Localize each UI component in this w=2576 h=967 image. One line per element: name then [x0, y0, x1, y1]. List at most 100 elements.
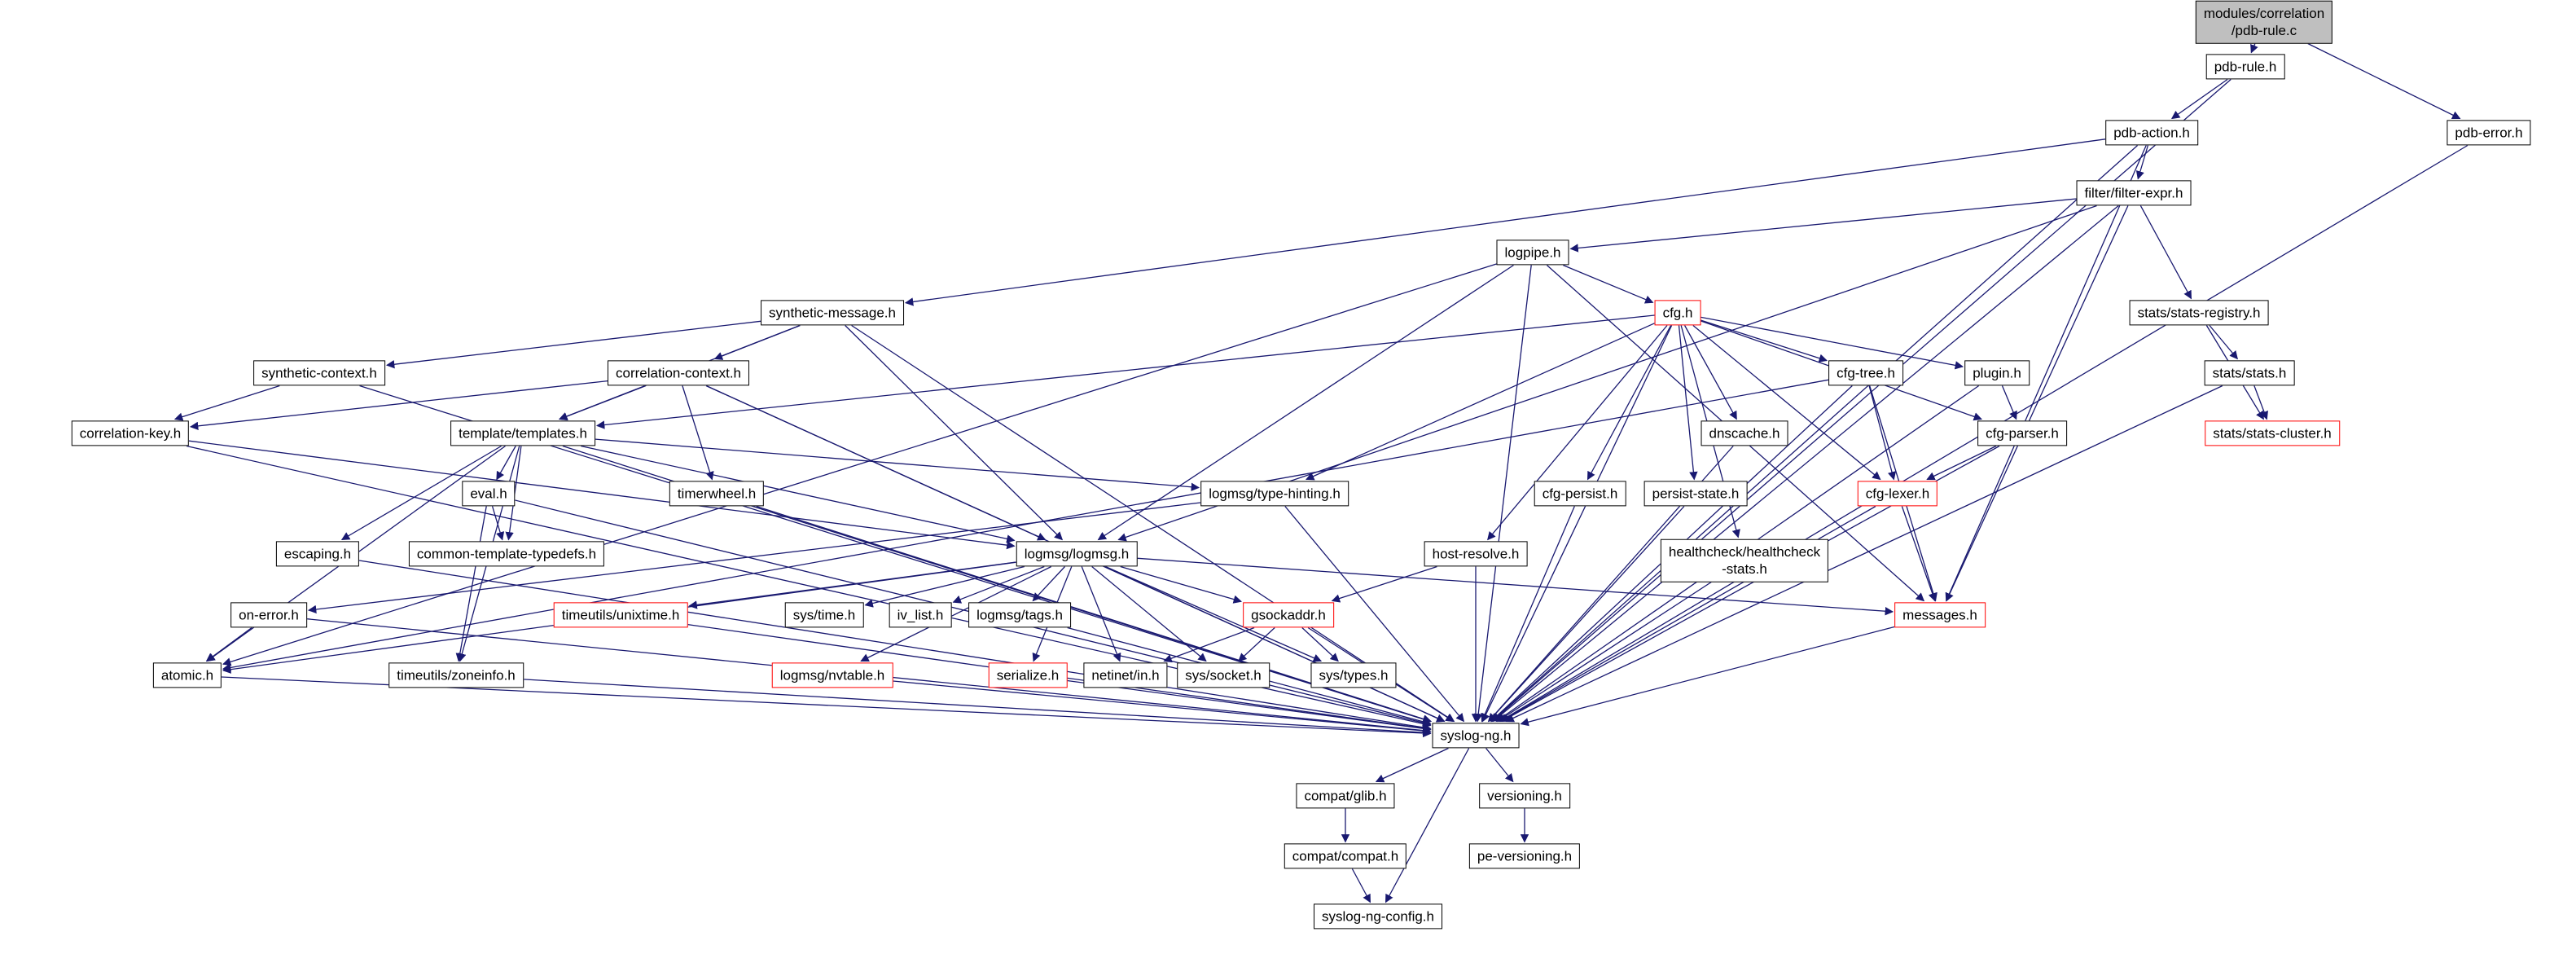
edge-correlation-context.h-to-timerwheel.h [682, 385, 714, 481]
edge-stats-registry.h-to-stats.h [2209, 325, 2238, 360]
graph-node-correlation-context.h[interactable]: correlation-context.h [607, 360, 750, 386]
edge-host-resolve.h-to-gsockaddr.h [1331, 565, 1437, 603]
edge-correlation-context.h-to-templates.h [559, 385, 647, 420]
edge-logpipe.h-to-cfg.h [1563, 264, 1654, 304]
graph-node-stats-registry.h[interactable]: stats/stats-registry.h [2129, 300, 2269, 326]
graph-node-sys-time.h[interactable]: sys/time.h [784, 602, 864, 628]
graph-node-host-resolve.h[interactable]: host-resolve.h [1424, 541, 1528, 567]
graph-node-unixtime.h[interactable]: timeutils/unixtime.h [553, 602, 688, 628]
graph-node-sys-types.h[interactable]: sys/types.h [1310, 662, 1397, 688]
edge-eval.h-to-common-template-typedefs.h [491, 506, 505, 541]
edge-nvtable.h-to-syslog-ng.h [893, 680, 1432, 736]
graph-node-correlation-key.h[interactable]: correlation-key.h [71, 420, 190, 446]
edge-logmsg.h-to-sys-socket.h [1091, 565, 1207, 662]
graph-node-compat-glib.h[interactable]: compat/glib.h [1296, 783, 1395, 809]
edge-logmsg.h-to-syslog-ng.h [1104, 565, 1446, 723]
edge-filter-expr.h-to-syslog-ng.h [1492, 204, 2119, 723]
graph-node-pdb-rule.c[interactable]: modules/correlation /pdb-rule.c [2195, 0, 2333, 44]
edge-compat-compat.h-to-syslog-ng-config.h [1351, 868, 1371, 903]
graph-node-escaping.h[interactable]: escaping.h [275, 541, 360, 567]
edge-logmsg.h-to-unixtime.h [688, 561, 1016, 609]
edge-logmsg.h-to-tags.h [1032, 566, 1065, 602]
edge-pdb-rule.h-to-syslog-ng.h [1491, 79, 2232, 723]
graph-node-common-template-typedefs.h[interactable]: common-template-typedefs.h [408, 541, 605, 567]
edge-templates.h-to-eval.h [496, 446, 516, 481]
graph-node-syslog-ng-config.h[interactable]: syslog-ng-config.h [1314, 903, 1442, 930]
graph-node-timerwheel.h[interactable]: timerwheel.h [669, 481, 765, 507]
edge-pdb-rule.h-to-pdb-action.h [2170, 78, 2228, 120]
edge-cfg-parser.h-to-cfg-lexer.h [1926, 445, 1997, 481]
graph-node-tags.h[interactable]: logmsg/tags.h [968, 602, 1071, 628]
graph-node-messages.h[interactable]: messages.h [1894, 602, 1986, 628]
graph-node-stats.h[interactable]: stats/stats.h [2204, 360, 2295, 386]
edge-persist-state.h-to-syslog-ng.h [1488, 506, 1685, 723]
edge-filter-expr.h-to-messages.h [1946, 205, 2129, 602]
graph-node-plugin.h[interactable]: plugin.h [1964, 360, 2030, 386]
edge-gsockaddr.h-to-sys-types.h [1301, 627, 1339, 662]
graph-node-cfg.h[interactable]: cfg.h [1654, 300, 1701, 326]
graph-node-synthetic-context.h[interactable]: synthetic-context.h [253, 360, 385, 386]
graph-node-pdb-action.h[interactable]: pdb-action.h [2105, 120, 2198, 146]
graph-node-on-error.h[interactable]: on-error.h [230, 602, 307, 628]
graph-node-gsockaddr.h[interactable]: gsockaddr.h [1243, 602, 1334, 628]
graph-node-cfg-persist.h[interactable]: cfg-persist.h [1534, 481, 1626, 507]
graph-node-compat-compat.h[interactable]: compat/compat.h [1284, 843, 1407, 869]
graph-node-filter-expr.h[interactable]: filter/filter-expr.h [2076, 180, 2192, 206]
graph-node-eval.h[interactable]: eval.h [462, 481, 516, 507]
graph-node-zoneinfo.h[interactable]: timeutils/zoneinfo.h [388, 662, 524, 688]
edge-logpipe.h-to-syslog-ng.h [1474, 265, 1532, 723]
graph-node-logmsg.h[interactable]: logmsg/logmsg.h [1016, 541, 1138, 567]
edge-logmsg.h-to-sys-types.h [1105, 565, 1323, 662]
graph-node-netinet-in.h[interactable]: netinet/in.h [1083, 662, 1168, 688]
graph-node-versioning.h[interactable]: versioning.h [1479, 783, 1570, 809]
edge-synthetic-message.h-to-synthetic-context.h [385, 320, 761, 369]
graph-node-cfg-parser.h[interactable]: cfg-parser.h [1977, 420, 2067, 446]
edge-pdb-action.h-to-filter-expr.h [2135, 145, 2149, 180]
graph-node-sys-socket.h[interactable]: sys/socket.h [1177, 662, 1270, 688]
edge-logmsg.h-to-messages.h [1137, 557, 1894, 616]
edge-cfg-tree.h-to-atomic.h [222, 379, 1829, 672]
edge-cfg.h-to-host-resolve.h [1487, 325, 1668, 541]
graph-node-pe-versioning.h[interactable]: pe-versioning.h [1468, 843, 1581, 869]
edge-type-hinting.h-to-on-error.h [307, 502, 1201, 614]
edge-stats.h-to-stats-cluster.h [2253, 385, 2268, 420]
edge-cfg.h-to-syslog-ng.h [1481, 325, 1673, 723]
graph-node-cfg-tree.h[interactable]: cfg-tree.h [1828, 360, 1903, 386]
edge-plugin.h-to-cfg-parser.h [2001, 385, 2017, 420]
edge-pdb-action.h-to-synthetic-message.h [904, 138, 2106, 306]
edge-zoneinfo.h-to-syslog-ng.h [523, 679, 1432, 737]
edge-cfg.h-to-cfg-tree.h [1701, 319, 1828, 363]
graph-node-pdb-rule.h[interactable]: pdb-rule.h [2205, 54, 2285, 80]
edge-eval.h-to-zoneinfo.h [455, 506, 487, 662]
graph-node-syslog-ng.h[interactable]: syslog-ng.h [1432, 723, 1520, 749]
graph-node-nvtable.h[interactable]: logmsg/nvtable.h [771, 662, 893, 688]
edge-templates.h-to-logmsg.h [581, 445, 1016, 543]
edge-templates.h-to-type-hinting.h [595, 438, 1200, 491]
graph-node-serialize.h[interactable]: serialize.h [988, 662, 1068, 688]
graph-node-templates.h[interactable]: template/templates.h [450, 420, 595, 446]
graph-node-healthcheck-stats.h[interactable]: healthcheck/healthcheck -stats.h [1660, 538, 1829, 582]
graph-node-atomic.h[interactable]: atomic.h [152, 662, 222, 688]
graph-node-iv_list.h[interactable]: iv_list.h [889, 602, 952, 628]
graph-node-stats-cluster.h[interactable]: stats/stats-cluster.h [2205, 420, 2340, 446]
graph-node-persist-state.h[interactable]: persist-state.h [1643, 481, 1748, 507]
graph-node-type-hinting.h[interactable]: logmsg/type-hinting.h [1200, 481, 1349, 507]
edge-logmsg.h-to-sys-time.h [864, 565, 1025, 608]
edge-logmsg.h-to-gsockaddr.h [1120, 565, 1242, 604]
graph-node-cfg-lexer.h[interactable]: cfg-lexer.h [1857, 481, 1938, 507]
graph-node-synthetic-message.h[interactable]: synthetic-message.h [761, 300, 904, 326]
edge-logmsg.h-to-nvtable.h [860, 565, 1052, 662]
graph-node-pdb-error.h[interactable]: pdb-error.h [2447, 120, 2531, 146]
edge-templates.h-to-escaping.h [340, 445, 502, 541]
edge-cfg.h-to-persist-state.h [1678, 325, 1698, 481]
edge-cfg-persist.h-to-syslog-ng.h [1481, 506, 1575, 723]
edge-serialize.h-to-syslog-ng.h [1067, 679, 1432, 733]
edge-pdb-rule.c-to-pdb-error.h [2307, 42, 2461, 120]
edge-messages.h-to-syslog-ng.h [1520, 626, 1895, 727]
edge-type-hinting.h-to-syslog-ng.h [1284, 506, 1465, 723]
edge-cfg.h-to-cfg-lexer.h [1692, 324, 1881, 481]
edge-synthetic-message.h-to-syslog-ng.h [851, 324, 1455, 723]
graph-node-logpipe.h[interactable]: logpipe.h [1496, 240, 1569, 266]
edge-cfg.h-to-templates.h [595, 314, 1655, 429]
graph-node-dnscache.h[interactable]: dnscache.h [1701, 420, 1788, 446]
